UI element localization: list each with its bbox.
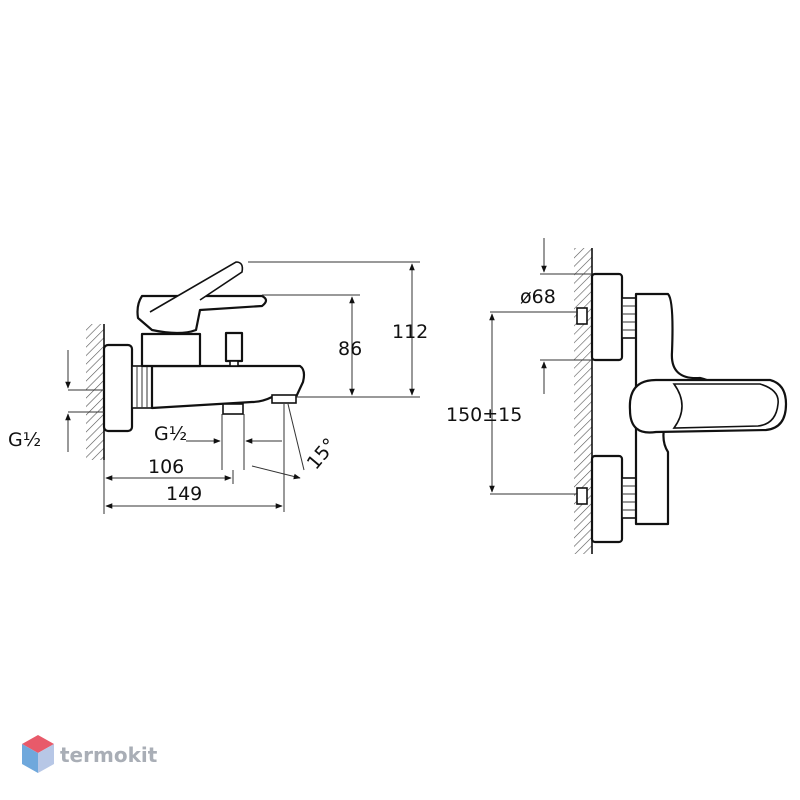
- lever-tip: [149, 261, 244, 313]
- dim-106: 106: [148, 456, 184, 478]
- watermark-text: termokit: [60, 743, 158, 767]
- aerator: [271, 394, 297, 404]
- top-view: ø68 150±15: [446, 238, 788, 554]
- lever-handle: [136, 294, 268, 335]
- dim-149: 149: [166, 483, 202, 505]
- angle-15: 15°: [303, 434, 342, 474]
- upper-flange: [590, 272, 624, 362]
- cartridge-housing: [140, 332, 202, 368]
- cube-left: [22, 744, 38, 773]
- upper-nut: [621, 297, 637, 339]
- diverter-knob: [224, 331, 244, 363]
- dim-dia-68: ø68: [520, 286, 556, 308]
- cube-icon: [22, 735, 54, 773]
- side-view: G½ G½ 106 15° 149 86 112: [8, 261, 428, 514]
- watermark-logo: termokit: [22, 735, 158, 773]
- dim-112: 112: [392, 321, 428, 343]
- lower-flange: [590, 454, 624, 544]
- lower-nut: [621, 477, 637, 519]
- thread-label-mid: G½: [154, 423, 187, 445]
- wall-hatch-left: [86, 324, 104, 460]
- bottom-outlet: [222, 403, 244, 415]
- thread-label-left: G½: [8, 429, 41, 451]
- cube-right: [38, 744, 54, 773]
- dim-centers: 150±15: [446, 404, 522, 426]
- dim-86: 86: [338, 338, 362, 360]
- wall-hatch-right: [574, 248, 592, 554]
- wall-flange: [102, 343, 134, 433]
